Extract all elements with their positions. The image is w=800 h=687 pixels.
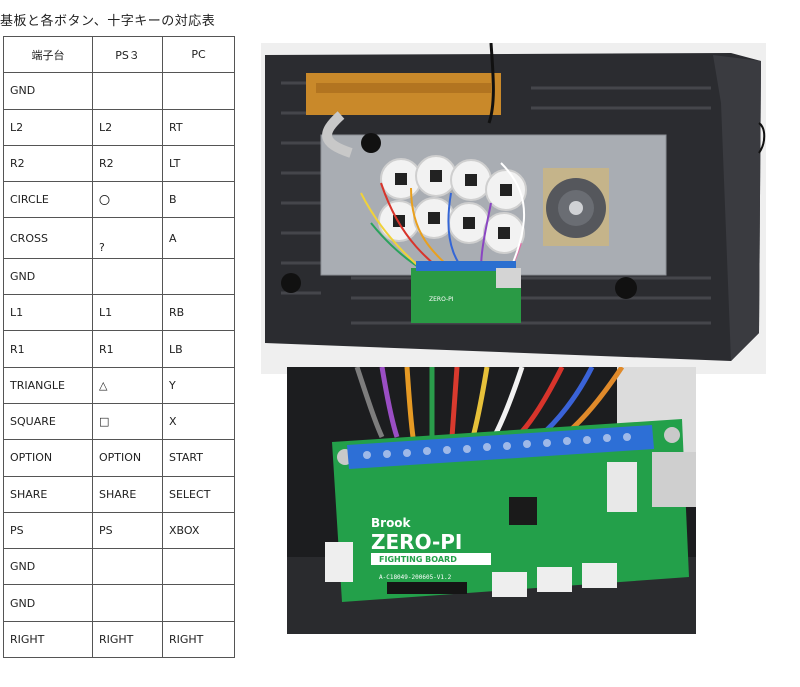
terminal-cell: SHARE <box>3 475 93 513</box>
pc-cell <box>162 257 235 296</box>
pc-cell: B <box>162 181 235 219</box>
terminal-cell: L2 <box>3 108 93 146</box>
ps3-cell: L1 <box>92 294 163 332</box>
pc-cell: XBOX <box>162 511 235 550</box>
table-header-row: 端子台 PS３ PC <box>3 35 235 74</box>
pc-cell: Y <box>162 366 235 404</box>
table-row: GND <box>3 548 235 586</box>
terminal-cell: R1 <box>3 330 93 368</box>
brand-label: Brook <box>371 516 412 530</box>
pc-cell: START <box>162 439 235 477</box>
terminal-cell: GND <box>3 584 93 622</box>
terminal-cell: CIRCLE <box>3 181 93 219</box>
pc-cell: RB <box>162 294 235 332</box>
product-label: ZERO-PI <box>371 530 462 554</box>
ps3-cell <box>92 72 163 110</box>
pc-cell: LB <box>162 330 235 368</box>
table-row: GND <box>3 257 235 296</box>
header-ps3: PS３ <box>92 35 163 74</box>
table-row: TRIANGLE△Y <box>3 366 235 404</box>
terminal-cell: R2 <box>3 144 93 183</box>
ps3-cell: OPTION <box>92 439 163 477</box>
table-row: SQUARE□X <box>3 402 235 441</box>
terminal-cell: L1 <box>3 294 93 332</box>
ps3-cell: RIGHT <box>92 620 163 659</box>
part-number-label: A-C18049-200605-V1.2 <box>379 574 452 581</box>
case-board-brand: ZERO-PI <box>429 296 454 303</box>
ps3-cell: □ <box>92 402 163 441</box>
board-closeup-photo: Brook ZERO-PI FIGHTING BOARD A-C18049-20… <box>287 367 696 634</box>
ps3-cell: ? <box>92 217 163 259</box>
ps3-cell: R2 <box>92 144 163 183</box>
terminal-cell: TRIANGLE <box>3 366 93 404</box>
subtitle-label: FIGHTING BOARD <box>379 555 457 564</box>
ps3-cell: 〇 <box>92 181 163 219</box>
ps3-cell: SHARE <box>92 475 163 513</box>
table-row: GND <box>3 72 235 110</box>
pc-cell: RIGHT <box>162 620 235 659</box>
terminal-cell: CROSS <box>3 217 93 259</box>
pc-cell: X <box>162 402 235 441</box>
ps3-cell <box>92 257 163 296</box>
terminal-cell: OPTION <box>3 439 93 477</box>
ps3-cell: L2 <box>92 108 163 146</box>
page-title: 基板と各ボタン、十字キーの対応表 <box>0 14 216 29</box>
header-pc: PC <box>162 35 235 74</box>
terminal-cell: GND <box>3 257 93 296</box>
pc-cell: RT <box>162 108 235 146</box>
terminal-cell: RIGHT <box>3 620 93 659</box>
pc-cell <box>162 548 235 586</box>
header-terminal: 端子台 <box>3 35 93 74</box>
terminal-cell: GND <box>3 72 93 110</box>
ps3-cell <box>92 584 163 622</box>
case-interior-photo: ZERO-PI <box>261 43 766 374</box>
ps3-cell: R1 <box>92 330 163 368</box>
ps3-cell: PS <box>92 511 163 550</box>
terminal-cell: GND <box>3 548 93 586</box>
table-row: GND <box>3 584 235 622</box>
pc-cell: SELECT <box>162 475 235 513</box>
ps3-cell <box>92 548 163 586</box>
pc-cell: A <box>162 217 235 259</box>
pc-cell <box>162 584 235 622</box>
terminal-cell: SQUARE <box>3 402 93 441</box>
terminal-cell: PS <box>3 511 93 550</box>
pc-cell <box>162 72 235 110</box>
pc-cell: LT <box>162 144 235 183</box>
table-row: CROSS?A <box>3 217 235 259</box>
ps3-cell: △ <box>92 366 163 404</box>
